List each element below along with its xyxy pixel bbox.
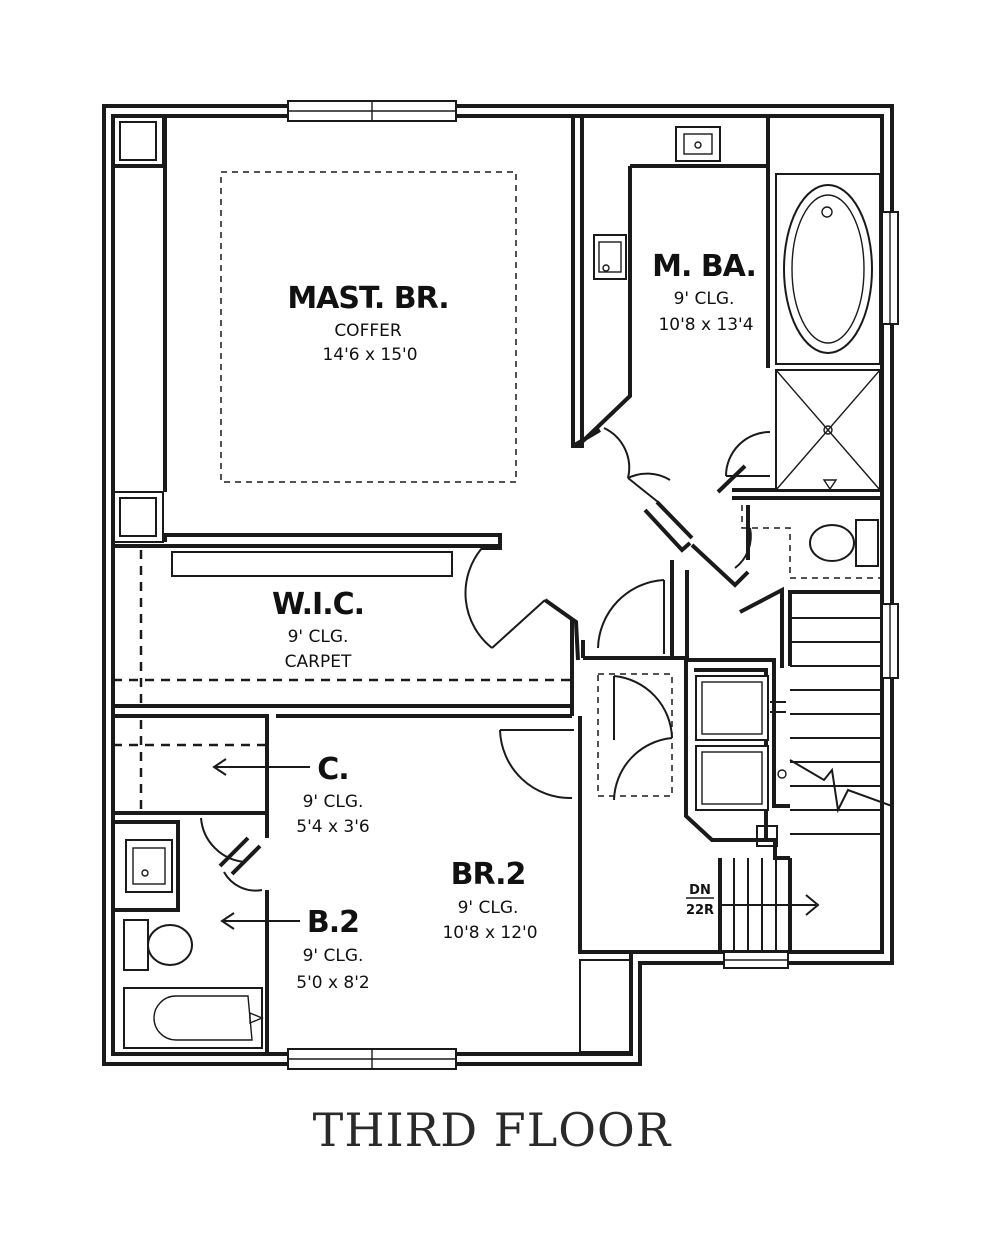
wic-finish: CARPET (285, 652, 352, 672)
arrows (212, 758, 820, 930)
bedroom-2-name: BR.2 (451, 857, 526, 892)
stair-risers: 22R (686, 903, 714, 918)
floor-title: THIRD FLOOR (313, 1103, 672, 1157)
bedroom-2-note: 9' CLG. (458, 898, 519, 918)
master-bath-name: M. BA. (652, 249, 756, 284)
bath-2-name: B.2 (307, 905, 359, 940)
stair-break-line (789, 759, 893, 814)
bath-2-size: 5'0 x 8'2 (296, 973, 369, 993)
doors (200, 427, 771, 892)
closet-note: 9' CLG. (303, 792, 364, 812)
windows (287, 100, 899, 1070)
master-bedroom-size: 14'6 x 15'0 (322, 345, 417, 365)
master-bath-size: 10'8 x 13'4 (658, 315, 753, 335)
master-bath-note: 9' CLG. (674, 289, 735, 309)
wic-name: W.I.C. (272, 587, 364, 622)
wic-note: 9' CLG. (288, 627, 349, 647)
closet-size: 5'4 x 3'6 (296, 817, 369, 837)
closet-name: C. (317, 752, 348, 787)
bedroom-2-size: 10'8 x 12'0 (442, 923, 537, 943)
master-bedroom-name: MAST. BR. (287, 281, 448, 316)
bath-2-note: 9' CLG. (303, 946, 364, 966)
fixtures (123, 126, 881, 1049)
interior-walls (113, 116, 882, 1054)
room-labels: MAST. BR. COFFER 14'6 x 15'0 M. BA. 9' C… (272, 249, 757, 993)
master-bedroom-note: COFFER (334, 321, 402, 341)
stairs (733, 617, 893, 952)
stair-direction: DN (689, 883, 711, 898)
